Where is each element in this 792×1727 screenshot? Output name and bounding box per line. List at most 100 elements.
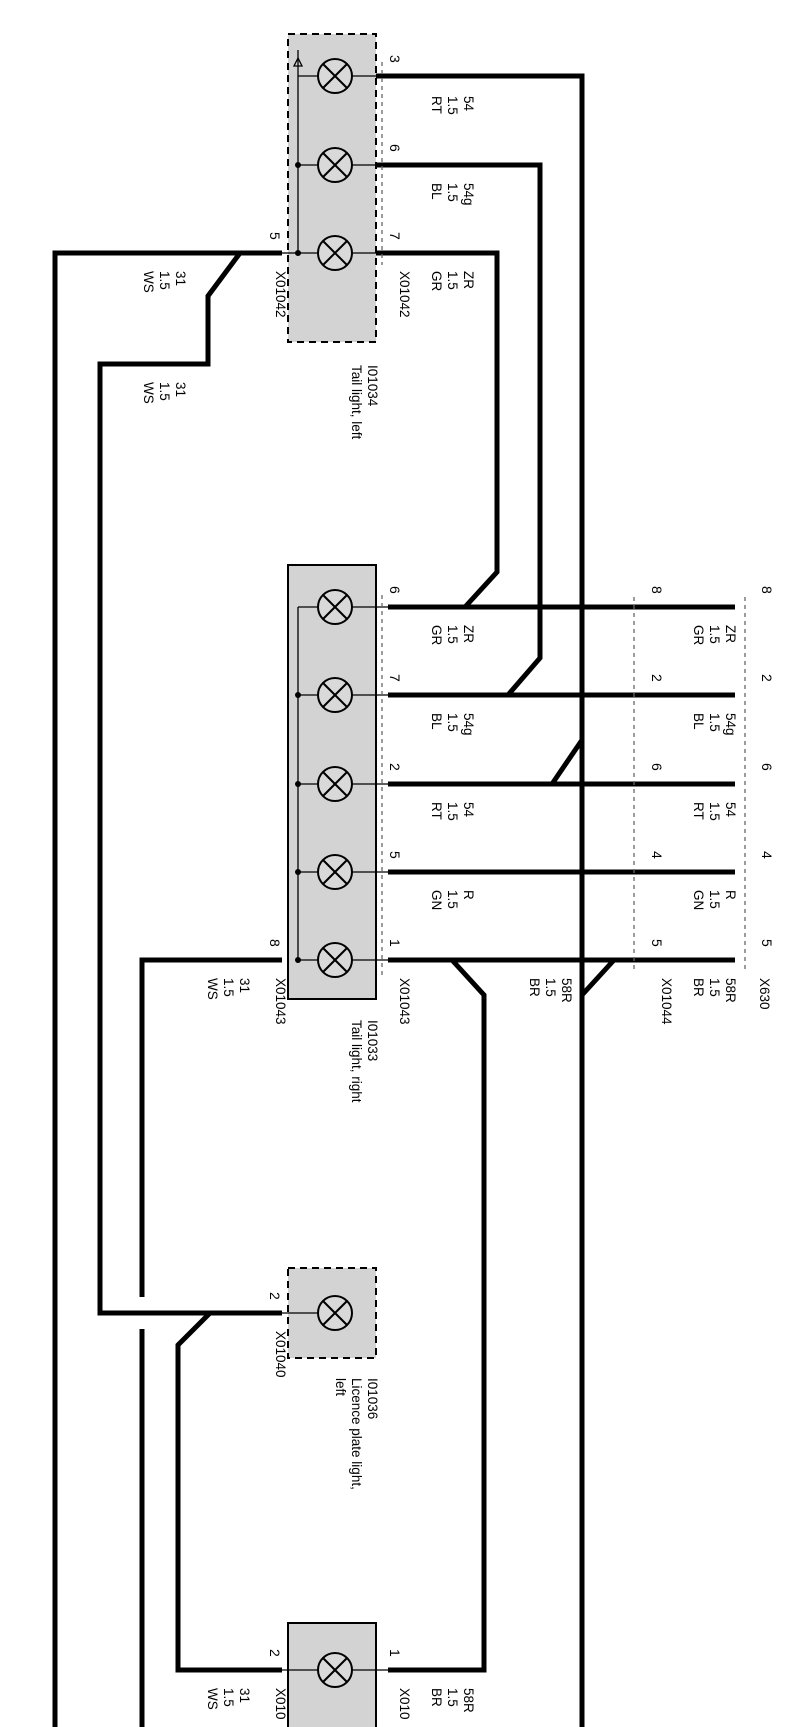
labels: 3 6 7 5 54 1.5 RT 54g 1.5 BL ZR 1.5 GR X…: [141, 55, 775, 1720]
pin-label: 8: [649, 586, 665, 594]
connector-label: X01044: [659, 978, 674, 1025]
pin-label: 2: [267, 1649, 283, 1657]
component-ref: I01034: [365, 365, 380, 407]
wire-signal: 54g: [723, 713, 738, 736]
pin-label: 4: [759, 851, 775, 859]
component-name: Tail light, right: [349, 1020, 364, 1103]
pin-label: 5: [649, 939, 665, 947]
wire-color: BR: [429, 1688, 444, 1707]
wire-signal: 54: [461, 96, 476, 112]
pin-label: 5: [387, 851, 403, 859]
wire-signal: 54: [461, 802, 476, 818]
wire-size: 1.5: [157, 382, 172, 401]
lamp-icon: [317, 1652, 353, 1688]
wire-signal: ZR: [723, 625, 738, 643]
component-name: Licence plate light,: [349, 1378, 364, 1490]
wire-color: WS: [205, 1688, 220, 1710]
wire-58r-br-down: [580, 958, 616, 997]
connector-label: X010: [273, 1688, 288, 1720]
wire-size: 1.5: [445, 890, 460, 909]
pin-label: 2: [387, 763, 403, 771]
wire-color: RT: [429, 96, 444, 114]
pin-label: 8: [759, 586, 775, 594]
wire-signal: 31: [173, 271, 188, 286]
connector-label: X630: [757, 978, 772, 1010]
connector-label: X01042: [273, 271, 288, 318]
pin-label: 6: [387, 586, 403, 594]
component-name: Tail light, left: [349, 365, 364, 440]
wire-size: 1.5: [707, 625, 722, 644]
wire-color: GN: [429, 890, 444, 910]
connector-label: X01042: [397, 271, 412, 318]
pin-label: 5: [759, 939, 775, 947]
wire-color: BL: [691, 713, 706, 730]
wire-color: WS: [205, 978, 220, 1000]
wire-31-ws-right: [139, 957, 282, 1297]
wire-size: 1.5: [707, 890, 722, 909]
wire-color: GN: [691, 890, 706, 910]
pin-label: 8: [267, 939, 283, 947]
wire-signal: 31: [173, 382, 188, 397]
wire-size: 1.5: [445, 96, 460, 115]
pin-label: 5: [267, 232, 283, 240]
component-name: left: [333, 1378, 348, 1396]
wire-size: 1.5: [543, 978, 558, 997]
wire-58r-br-branch: [388, 958, 487, 1673]
wire-31-ws-plate: [175, 1311, 282, 1673]
pin-label: 2: [759, 674, 775, 682]
wire-signal: R: [461, 890, 476, 900]
pin-label: 2: [267, 1292, 283, 1300]
pin-label: 1: [387, 939, 403, 947]
component-ref: I01033: [365, 1020, 380, 1061]
wire-signal: 31: [237, 1688, 252, 1703]
pin-label: 4: [649, 851, 665, 859]
connector-label: X01043: [273, 978, 288, 1025]
wire-size: 1.5: [445, 713, 460, 732]
wire-size: 1.5: [707, 802, 722, 821]
wire-31-ws-left: [52, 250, 282, 1727]
wire-color: RT: [429, 802, 444, 820]
wire-color: RT: [691, 802, 706, 820]
pin-label: 7: [387, 674, 403, 682]
wire-color: GR: [429, 271, 444, 292]
wire-color: GR: [691, 625, 706, 646]
lamp-icon: [317, 235, 353, 271]
licence-plate-light-right-partial: [282, 1622, 388, 1727]
lamp-icon: [317, 677, 353, 713]
wire-size: 1.5: [445, 625, 460, 644]
wire-size: 1.5: [445, 1688, 460, 1707]
lamp-icon: [317, 147, 353, 183]
wire-signal: ZR: [461, 271, 476, 289]
wire-color: WS: [141, 382, 156, 404]
wire-signal: 58R: [559, 978, 574, 1003]
wire-size: 1.5: [445, 802, 460, 821]
wire-color: BL: [429, 183, 444, 200]
wire-color: WS: [141, 271, 156, 293]
wires: [52, 73, 735, 1727]
wire-signal: 54: [723, 802, 738, 818]
wire-signal: 58R: [461, 1688, 476, 1713]
licence-plate-light-left: [282, 1267, 377, 1359]
pin-label: 1: [387, 1649, 403, 1657]
connector-label: X010: [397, 1688, 412, 1720]
pin-label: 3: [387, 55, 403, 63]
wire-size: 1.5: [445, 271, 460, 290]
wire-size: 1.5: [707, 713, 722, 732]
tail-light-left: [282, 33, 377, 343]
wire-zr-gr-left: [352, 250, 500, 609]
wire-signal: ZR: [461, 625, 476, 643]
lamp-icon: [317, 1295, 353, 1331]
pin-label: 6: [649, 763, 665, 771]
pin-label: 7: [387, 232, 403, 240]
wire-signal: 58R: [723, 978, 738, 1003]
connector-label: X01043: [397, 978, 412, 1025]
wire-signal: 31: [237, 978, 252, 993]
wire-signal: R: [723, 890, 738, 900]
wire-31-ws-branch: [97, 251, 282, 1316]
wire-size: 1.5: [157, 271, 172, 290]
wire-size: 1.5: [445, 183, 460, 202]
wire-size: 1.5: [707, 978, 722, 997]
wire-color: BL: [429, 713, 444, 730]
pin-label: 2: [649, 674, 665, 682]
